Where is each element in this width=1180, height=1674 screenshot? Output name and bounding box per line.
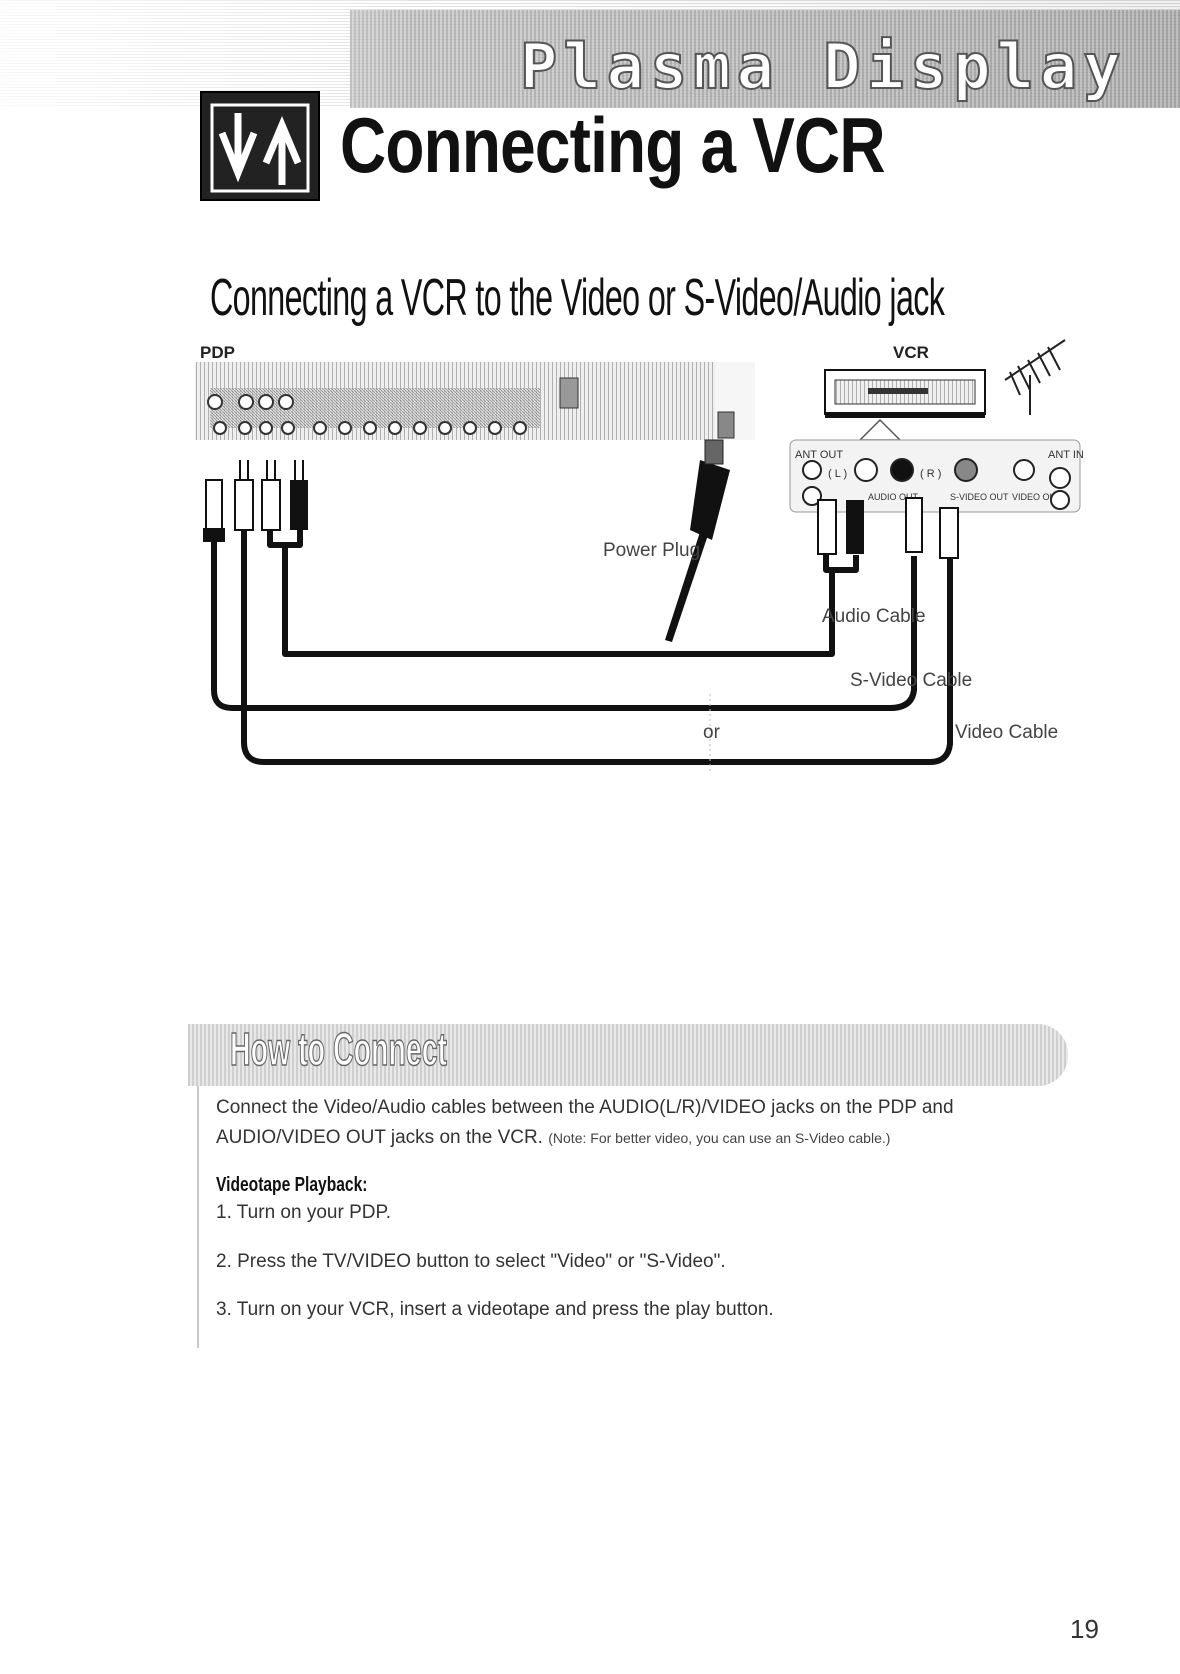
connection-diagram: ANT OUT ANT IN ( L ) ( R ) AUDIO OUT S-V…	[195, 339, 1084, 772]
svideo-out-label: S-VIDEO OUT	[950, 492, 1009, 502]
vcr-jack-panel: ANT OUT ANT IN ( L ) ( R ) AUDIO OUT S-V…	[789, 439, 1084, 513]
ant-out-label: ANT OUT	[795, 449, 843, 461]
page-title: Connecting a VCR	[340, 101, 886, 189]
page-number: 19	[1070, 1614, 1099, 1644]
step-3: 3. Turn on your VCR, insert a videotape …	[216, 1299, 774, 1320]
audio-out-label: AUDIO OUT	[868, 492, 919, 502]
instructions-note: (Note: For better video, you can use an …	[548, 1130, 891, 1146]
video-out-label: VIDEO OUT	[1012, 492, 1062, 502]
jack-r-label: ( R )	[920, 468, 941, 480]
instructions-line-1: Connect the Video/Audio cables between t…	[216, 1097, 954, 1118]
pdp-plugs	[203, 460, 308, 542]
audio-cable-label: Audio Cable	[822, 606, 926, 627]
pdp-label: PDP	[200, 343, 235, 362]
pdp-back-panel	[195, 362, 755, 440]
how-to-rule	[197, 1086, 199, 1348]
svideo-cable-label: S-Video Cable	[850, 670, 973, 691]
vcr-plugs	[817, 497, 959, 559]
vcr-unit	[824, 369, 986, 418]
step-2: 2. Press the TV/VIDEO button to select "…	[216, 1251, 726, 1272]
video-cable-label: Video Cable	[955, 722, 1059, 743]
antenna	[1004, 339, 1066, 415]
or-label: or	[703, 722, 720, 743]
jack-l-label: ( L )	[828, 468, 847, 480]
step-1: 1. Turn on your PDP.	[216, 1202, 391, 1223]
instructions-line-2: AUDIO/VIDEO OUT jacks on the VCR. (Note:…	[216, 1124, 890, 1152]
power-plug-label: Power Plug	[603, 540, 701, 561]
instructions-line-2-text: AUDIO/VIDEO OUT jacks on the VCR.	[216, 1127, 543, 1148]
section-title: Connecting a VCR to the Video or S-Video…	[210, 269, 945, 327]
power-plug	[665, 439, 730, 642]
how-to-title: How to Connect	[230, 1022, 448, 1076]
banner-title: Plasma Display	[519, 29, 1127, 104]
header-banner-fade	[0, 0, 1180, 108]
connection-arrows-icon	[200, 91, 320, 201]
vcr-label: VCR	[893, 343, 929, 362]
how-to-banner	[188, 1024, 1068, 1086]
playback-heading: Videotape Playback:	[216, 1174, 368, 1196]
ant-in-label: ANT IN	[1048, 449, 1084, 461]
